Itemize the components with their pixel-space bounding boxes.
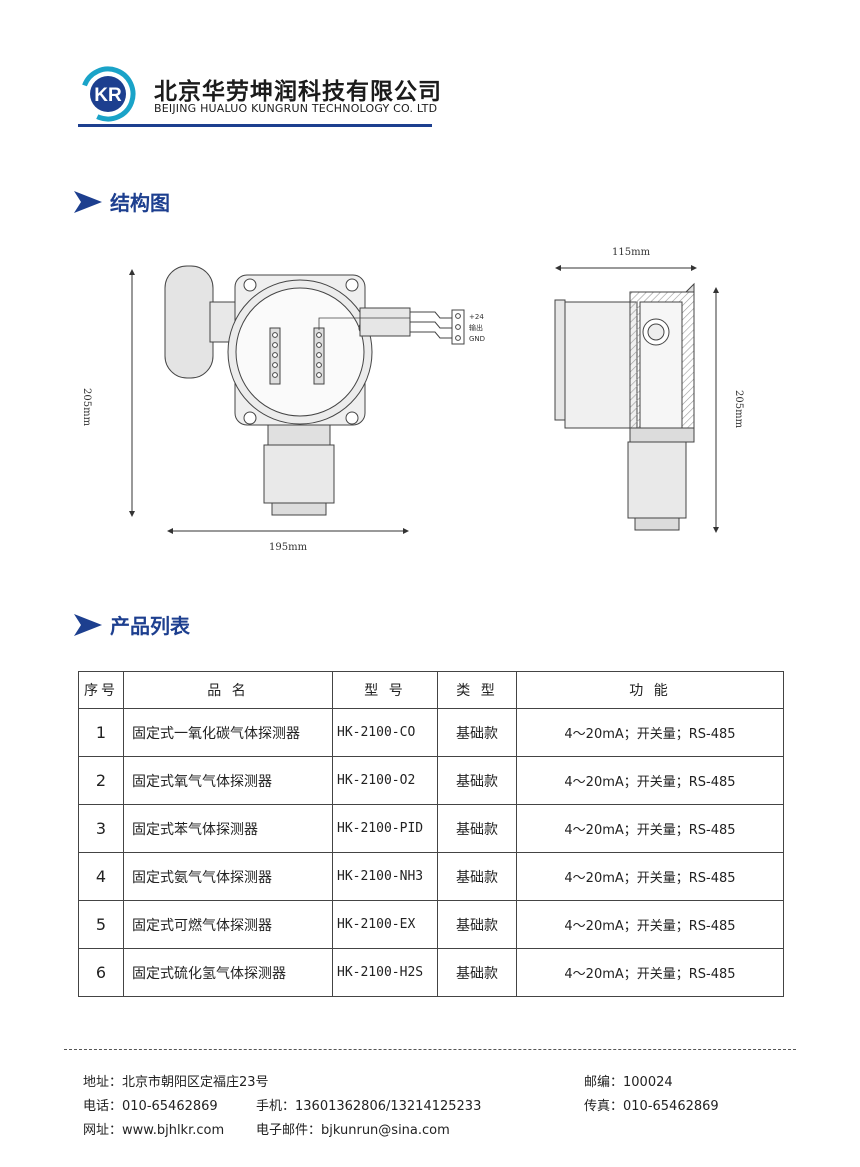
cell-model: HK-2100-CO (332, 708, 438, 757)
table-row: 1 固定式一氧化碳气体探测器 HK-2100-CO 基础款 4～20mA；开关量… (78, 708, 784, 757)
cell-model: HK-2100-H2S (332, 948, 438, 997)
cell-type: 基础款 (437, 900, 517, 949)
side-view (554, 282, 695, 531)
cell-type: 基础款 (437, 948, 517, 997)
terminal-label-gnd: GND (469, 335, 485, 343)
front-view (164, 265, 465, 516)
front-width-label: 195mm (269, 542, 308, 553)
company-name-cn: 北京华劳坤润科技有限公司 (154, 79, 442, 105)
cell-function: 4～20mA；开关量；RS-485 (516, 852, 784, 901)
section-title: 产品列表 (110, 614, 190, 638)
cell-name: 固定式一氧化碳气体探测器 (123, 708, 333, 757)
cell-index: 2 (78, 756, 124, 805)
cell-function: 4～20mA；开关量；RS-485 (516, 900, 784, 949)
footer-website: 网址：www.bjhlkr.com (83, 1123, 225, 1138)
table-header-row: 序号 品 名 型 号 类 型 功 能 (78, 671, 784, 709)
side-height-label: 205mm (733, 390, 744, 429)
table-row: 3 固定式苯气体探测器 HK-2100-PID 基础款 4～20mA；开关量；R… (78, 804, 784, 853)
column-header-function: 功 能 (516, 671, 784, 709)
footer-mobile: 手机：13601362806/13214125233 (256, 1099, 482, 1114)
front-height-label: 205mm (81, 388, 92, 427)
footer-phone: 电话：010-65462869 (83, 1099, 218, 1114)
table-row: 4 固定式氨气气体探测器 HK-2100-NH3 基础款 4～20mA；开关量；… (78, 852, 784, 901)
cell-model: HK-2100-O2 (332, 756, 438, 805)
cell-name: 固定式可燃气体探测器 (123, 900, 333, 949)
company-logo: KR (80, 66, 136, 122)
cell-name: 固定式氧气气体探测器 (123, 756, 333, 805)
cell-function: 4～20mA；开关量；RS-485 (516, 948, 784, 997)
table-row: 6 固定式硫化氢气体探测器 HK-2100-H2S 基础款 4～20mA；开关量… (78, 948, 784, 997)
cell-model: HK-2100-NH3 (332, 852, 438, 901)
footer-postcode: 邮编：100024 (584, 1075, 673, 1090)
header-divider (78, 124, 432, 127)
cell-type: 基础款 (437, 852, 517, 901)
table-row: 5 固定式可燃气体探测器 HK-2100-EX 基础款 4～20mA；开关量；R… (78, 900, 784, 949)
cell-index: 1 (78, 708, 124, 757)
column-header-model: 型 号 (332, 671, 438, 709)
footer-divider (64, 1049, 796, 1050)
arrow-right-icon (74, 614, 102, 636)
footer-fax: 传真：010-65462869 (584, 1099, 719, 1114)
cell-function: 4～20mA；开关量；RS-485 (516, 756, 784, 805)
terminal-label-output: 输出 (469, 323, 483, 332)
cell-model: HK-2100-PID (332, 804, 438, 853)
structure-drawing: +24 输出 GND (129, 265, 719, 534)
section-title: 结构图 (110, 191, 170, 215)
terminal-label-power: +24 (469, 313, 484, 321)
column-header-name: 品 名 (123, 671, 333, 709)
cell-name: 固定式硫化氢气体探测器 (123, 948, 333, 997)
column-header-type: 类 型 (437, 671, 517, 709)
arrow-right-icon (74, 191, 102, 213)
cell-index: 3 (78, 804, 124, 853)
column-header-index: 序号 (78, 671, 124, 709)
logo-text: KR (94, 85, 122, 106)
cell-type: 基础款 (437, 708, 517, 757)
cell-type: 基础款 (437, 804, 517, 853)
cell-name: 固定式氨气气体探测器 (123, 852, 333, 901)
footer-address: 地址：北京市朝阳区定福庄23号 (83, 1075, 269, 1090)
cell-function: 4～20mA；开关量；RS-485 (516, 804, 784, 853)
cell-index: 5 (78, 900, 124, 949)
table-row: 2 固定式氧气气体探测器 HK-2100-O2 基础款 4～20mA；开关量；R… (78, 756, 784, 805)
product-table: 序号 品 名 型 号 类 型 功 能 1 固定式一氧化碳气体探测器 HK-210… (78, 671, 784, 997)
company-name-en: BEIJING HUALUO KUNGRUN TECHNOLOGY CO. LT… (154, 102, 438, 115)
cell-function: 4～20mA；开关量；RS-485 (516, 708, 784, 757)
cell-name: 固定式苯气体探测器 (123, 804, 333, 853)
side-width-label: 115mm (612, 247, 651, 258)
cell-type: 基础款 (437, 756, 517, 805)
cell-index: 6 (78, 948, 124, 997)
cell-index: 4 (78, 852, 124, 901)
cell-model: HK-2100-EX (332, 900, 438, 949)
footer-email: 电子邮件：bjkunrun@sina.com (256, 1123, 450, 1138)
